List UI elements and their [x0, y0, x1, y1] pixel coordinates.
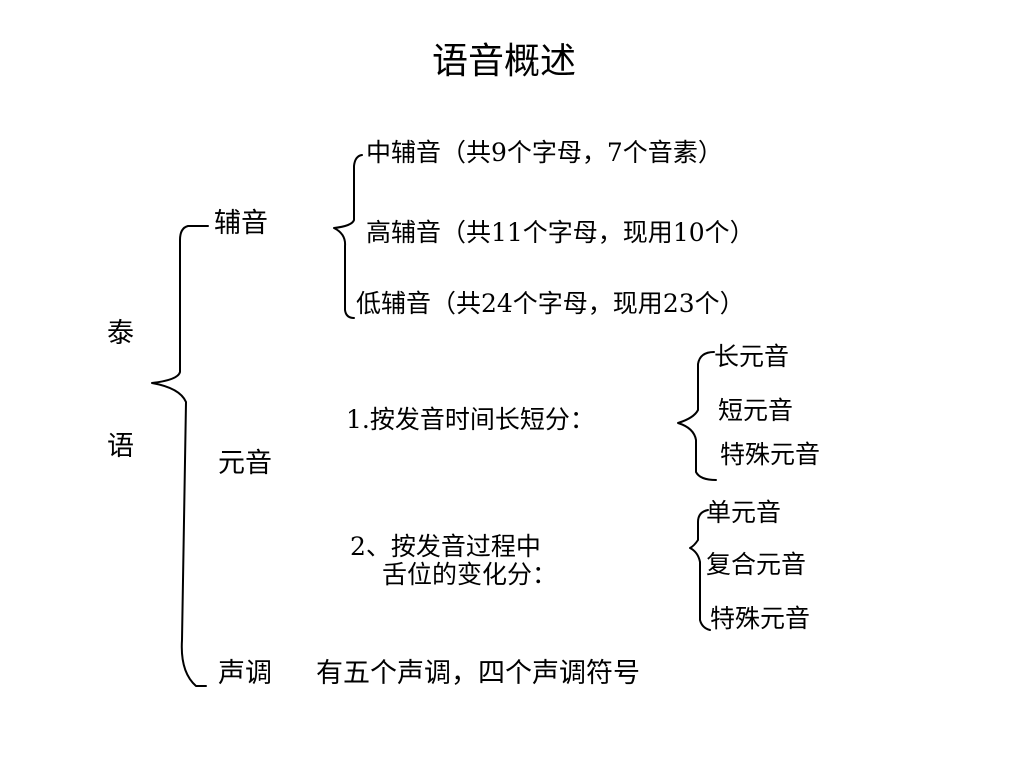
main-brace [151, 225, 209, 687]
vowel-tongue-label-line2: 舌位的变化分： [382, 560, 558, 589]
root-char-2: 语 [107, 431, 134, 462]
tongue-brace [689, 509, 711, 631]
tones-label: 声调 [218, 658, 272, 689]
consonant-item-mid: 中辅音（共9个字母，7个音素） [366, 138, 723, 167]
consonants-label: 辅音 [214, 208, 268, 239]
vowel-compound: 复合元音 [706, 550, 807, 579]
consonant-item-high: 高辅音（共11个字母，现用10个） [366, 218, 755, 247]
tones-description: 有五个声调，四个声调符号 [316, 658, 640, 689]
vowel-length-label: 1.按发音时间长短分： [346, 405, 595, 434]
vowel-tongue-label-line1: 2、按发音过程中 [350, 532, 541, 561]
vowel-special-2: 特殊元音 [710, 604, 811, 633]
vowel-special-1: 特殊元音 [720, 440, 821, 469]
vowel-short: 短元音 [718, 396, 794, 425]
length-brace [677, 351, 717, 481]
vowel-monophthong: 单元音 [706, 498, 782, 527]
consonant-item-low: 低辅音（共24个字母，现用23个） [356, 289, 745, 318]
vowel-long: 长元音 [714, 342, 790, 371]
page-title: 语音概述 [432, 41, 577, 82]
consonant-brace [333, 154, 363, 319]
root-char-1: 泰 [107, 318, 134, 349]
vowels-label: 元音 [218, 448, 272, 479]
